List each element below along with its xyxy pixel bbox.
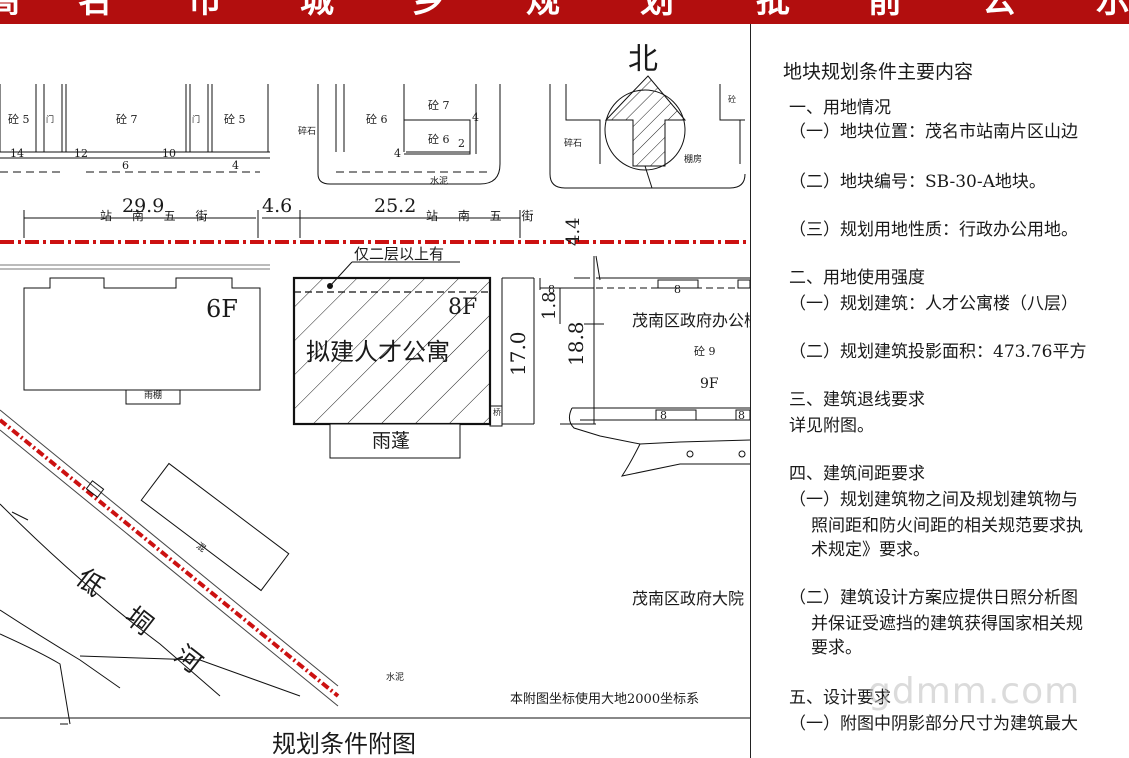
coordinate-note: 本附图坐标使用大地2000坐标系 — [510, 692, 700, 707]
building-label: 砼 7 — [116, 113, 138, 126]
watermark: gdmm.com — [868, 671, 1081, 712]
building-label: 棚房 — [684, 155, 703, 165]
dimension-label: 25.2 — [374, 195, 417, 217]
gov-yard-label: 茂南区政府大院 — [632, 589, 745, 608]
site-plan-drawing — [0, 75, 750, 725]
dimension-label: 10 — [162, 147, 176, 160]
banner-char: 城 — [300, 0, 334, 21]
condition-line: （一）附图中阴影部分尺寸为建筑最大 — [789, 714, 1078, 734]
dimension-label: 14 — [10, 147, 24, 160]
conditions-heading: 地块规划条件主要内容 — [783, 61, 974, 83]
building-label: 砼 6 — [366, 113, 388, 126]
condition-line: （一）地块位置：茂名市站南片区山边 — [789, 122, 1078, 142]
gov-office-label: 茂南区政府办公楼 — [632, 311, 750, 330]
building-label: 水泥 — [430, 177, 449, 187]
dimension-label: 8 — [660, 409, 667, 422]
dimension-label: 2 — [458, 137, 465, 150]
dimension-label: 29.9 — [122, 195, 165, 217]
building-label: 砼 5 — [224, 113, 246, 126]
condition-line: （一）规划建筑物之间及规划建筑物与 — [789, 490, 1078, 510]
condition-line: 要求。 — [811, 638, 862, 658]
section-title: 二、用地使用强度 — [789, 268, 925, 288]
condition-line: （一）规划建筑：人才公寓楼（八层） — [789, 294, 1078, 314]
building-label: 水泥 — [386, 673, 405, 683]
dimension-label: 4 — [394, 147, 401, 160]
north-label: 北 — [628, 42, 658, 77]
banner-char: 乡 — [412, 0, 446, 21]
existing-building-floors: 6F — [206, 295, 238, 323]
condition-line: （二）规划建筑投影面积：473.76平方 — [789, 342, 1087, 362]
panel-divider — [750, 24, 751, 758]
dimension-label: 12 — [74, 147, 88, 160]
dimension-label: 4.6 — [262, 195, 293, 217]
building-label: 砼 — [728, 95, 736, 104]
planning-conditions-panel: 地块规划条件主要内容 一、用地情况 （一）地块位置：茂名市站南片区山边 （二）地… — [751, 24, 1129, 758]
dimension-label: 8 — [674, 283, 681, 296]
condition-line: （二）地块编号：SB-30-A地块。 — [789, 172, 1046, 192]
banner-char: 规 — [526, 0, 560, 21]
proposed-building-name: 拟建人才公寓 — [306, 338, 450, 366]
dimension-label: 6 — [122, 159, 129, 172]
banner-char: 公 — [982, 0, 1016, 21]
condition-line: （二）建筑设计方案应提供日照分析图 — [789, 588, 1078, 608]
condition-line: 术规定》要求。 — [811, 540, 930, 560]
section-title: 一、用地情况 — [789, 98, 891, 118]
road-label: 站 南 五 街 — [426, 209, 542, 223]
announcement-banner: 高 名 市 城 乡 规 划 批 前 公 示 — [0, 0, 1129, 24]
banner-char: 示 — [1096, 0, 1129, 21]
section-title: 三、建筑退线要求 — [789, 390, 925, 410]
section-title: 四、建筑间距要求 — [789, 464, 925, 484]
dimension-label: 8 — [738, 409, 745, 422]
site-plan-map: 北 砼 5 砼 7 砼 5 门 门 砼 6 砼 7 砼 6 砼 碎石 碎石 棚房… — [0, 24, 750, 758]
condition-line: 并保证受遮挡的建筑获得国家相关规 — [811, 614, 1083, 634]
condition-line: 详见附图。 — [789, 416, 874, 436]
banner-char: 划 — [640, 0, 674, 21]
building-label: 门 — [192, 115, 200, 124]
building-label: 雨棚 — [144, 391, 163, 401]
gov-office-floors: 9F — [700, 376, 719, 392]
building-label: 砼 7 — [428, 99, 450, 112]
banner-char: 批 — [756, 0, 790, 21]
banner-char: 高 — [0, 0, 20, 21]
canopy-label: 雨蓬 — [372, 430, 411, 452]
banner-char: 市 — [188, 0, 222, 21]
dimension-label: 4 — [232, 159, 239, 172]
above-second-floor-note: 仅二层以上有 — [354, 245, 445, 263]
building-label: 碎石 — [564, 139, 583, 149]
condition-line: 照间距和防火间距的相关规范要求执 — [811, 516, 1083, 536]
building-label: 门 — [46, 115, 54, 124]
building-label: 砼 5 — [8, 113, 30, 126]
dimension-label: 17.0 — [506, 331, 530, 376]
dimension-label: 4 — [472, 111, 479, 124]
building-label: 砼 6 — [428, 133, 450, 146]
condition-line: （三）规划用地性质：行政办公用地。 — [789, 220, 1078, 240]
building-label: 桥 — [493, 408, 501, 417]
dimension-label: 4.4 — [563, 217, 584, 246]
building-label: 碎石 — [298, 127, 317, 137]
section-title: 五、设计要求 — [789, 688, 891, 708]
dimension-label: 18.8 — [564, 321, 588, 366]
map-caption: 规划条件附图 — [272, 730, 416, 758]
proposed-building-floors: 8F — [448, 295, 478, 320]
road-label: 站 南 五 街 — [100, 209, 216, 223]
banner-char: 名 — [78, 0, 112, 21]
dimension-label: 8 — [548, 283, 555, 296]
banner-char: 前 — [868, 0, 902, 21]
building-label: 砼 9 — [694, 345, 716, 358]
